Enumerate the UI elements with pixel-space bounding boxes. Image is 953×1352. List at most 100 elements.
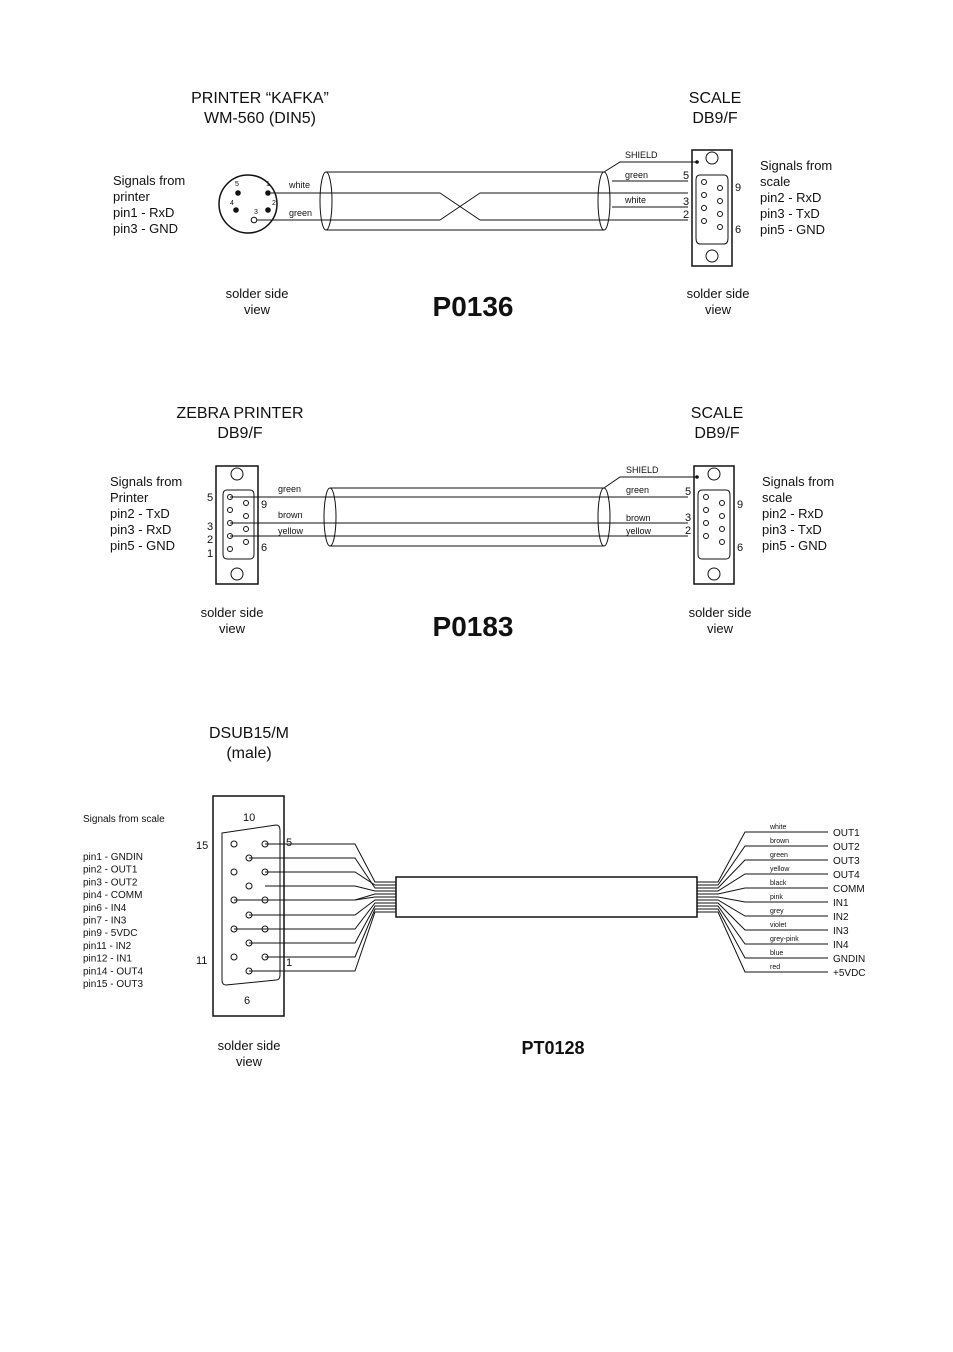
din-pin-2: 2 <box>272 200 276 207</box>
din-pin-3: 3 <box>254 209 258 216</box>
wire-right <box>697 887 828 895</box>
scale-title-1: SCALE <box>689 90 741 107</box>
din5-connector: 5 1 4 2 3 <box>218 174 278 234</box>
solder-side-left-2: solder side <box>201 605 264 620</box>
diagram-p0183: ZEBRA PRINTER DB9/F SCALE DB9/F Signals … <box>110 405 834 642</box>
scale-pin2-2: pin2 - RxD <box>762 506 823 521</box>
solder-side-left-1: solder side <box>226 286 289 301</box>
dsub-pin <box>230 868 238 876</box>
cable-code-p0136: P0136 <box>433 291 514 322</box>
signal-item: pin12 - IN1 <box>83 954 132 965</box>
output-label: IN4 <box>833 940 849 951</box>
diagram-pt0128: DSUB15/M (male) Signals from scale pin1 … <box>83 725 866 1069</box>
wire-color-label: grey-pink <box>770 936 799 943</box>
solder-side-right-2: solder side <box>689 605 752 620</box>
scale-pin3-2: pin3 - TxD <box>762 522 822 537</box>
zebra-pin-label-6: 6 <box>261 542 267 554</box>
zebra-pin-label-1: 1 <box>207 548 213 560</box>
scale-pin5-2: pin5 - GND <box>762 538 827 553</box>
wire-right <box>697 911 828 973</box>
scale-subtitle-2: DB9/F <box>694 425 740 442</box>
db9-pin-6: 6 <box>735 224 741 236</box>
dsub-pin <box>245 882 253 890</box>
wire-right <box>697 896 828 903</box>
scale-title-2: SCALE <box>691 405 743 422</box>
wire-color-label: brown <box>770 838 789 845</box>
wire-label-green-right: green <box>625 170 648 180</box>
wire-color-label: pink <box>770 894 783 901</box>
zebra-printer-title: ZEBRA PRINTER <box>176 405 303 422</box>
wire-color-label: black <box>770 880 787 887</box>
zebra-pin-label-9: 9 <box>261 499 267 511</box>
cable-code-pt0128: PT0128 <box>521 1038 584 1058</box>
signal-item: pin7 - IN3 <box>83 916 127 927</box>
signal-item: pin4 - COMM <box>83 890 142 901</box>
dsub-pin-label-6: 6 <box>244 995 250 1007</box>
printer-kafka-subtitle: WM-560 (DIN5) <box>204 110 316 127</box>
scale2-pin-label-6: 6 <box>737 542 743 554</box>
wire-fanout-left <box>234 843 396 972</box>
wire-left <box>265 896 396 901</box>
dsub-pin-label-1: 1 <box>286 957 292 969</box>
dsub15-title: DSUB15/M <box>209 725 289 742</box>
solder-view-3: view <box>236 1054 263 1069</box>
solder-view-right-1: view <box>705 302 732 317</box>
signal-item: pin9 - 5VDC <box>83 928 137 939</box>
wire-left <box>249 857 396 889</box>
printer-pin1: pin1 - RxD <box>113 205 174 220</box>
wire-left <box>265 885 396 892</box>
scale-pin3-1: pin3 - TxD <box>760 206 820 221</box>
dsub15-connector <box>212 795 285 1017</box>
wire-label-white-right: white <box>624 195 646 205</box>
wire-left <box>249 905 396 944</box>
dsub15-subtitle: (male) <box>226 745 271 762</box>
wire-label-green-2r: green <box>626 485 649 495</box>
wire-color-label: violet <box>770 922 786 929</box>
wire-color-label: white <box>769 824 786 831</box>
scale2-pin-label-3: 3 <box>685 512 691 524</box>
zebra-pin-label-5: 5 <box>207 492 213 504</box>
wire-left <box>265 843 396 883</box>
wire-right <box>697 908 828 959</box>
printer-pin3: pin3 - GND <box>113 221 178 236</box>
shield-label: SHIELD <box>625 150 658 160</box>
output-label: OUT2 <box>833 842 860 853</box>
dsub-pin-label-5: 5 <box>286 837 292 849</box>
solder-view-left-1: view <box>244 302 271 317</box>
cable-code-p0183: P0183 <box>433 611 514 642</box>
wire-right <box>697 831 828 883</box>
shield-label-2: SHIELD <box>626 465 659 475</box>
cable-body <box>395 876 698 918</box>
wire-left <box>265 871 396 886</box>
wire-left <box>249 911 396 972</box>
dsub-pin-label-11: 11 <box>196 955 207 967</box>
signal-item: pin14 - OUT4 <box>83 966 143 977</box>
wire-right <box>697 873 828 892</box>
solder-side-3: solder side <box>218 1038 281 1053</box>
scale-signals-label-2b: scale <box>762 490 792 505</box>
wire-color-label: yellow <box>770 866 790 873</box>
output-label: IN3 <box>833 926 849 937</box>
wire-right <box>697 905 828 945</box>
scale-subtitle-1: DB9/F <box>692 110 738 127</box>
output-label: IN1 <box>833 898 849 909</box>
wire-right <box>697 859 828 889</box>
signal-item: pin6 - IN4 <box>83 903 127 914</box>
solder-view-left-2: view <box>219 621 246 636</box>
wire-left <box>265 908 396 958</box>
zebra-pin5: pin5 - GND <box>110 538 175 553</box>
wire-fanout-right: whiteOUT1brownOUT2greenOUT3yellowOUT4bla… <box>697 824 866 979</box>
signal-item: pin15 - OUT3 <box>83 979 143 990</box>
wire-right <box>697 902 828 931</box>
signal-item: pin11 - IN2 <box>83 941 132 952</box>
db9-pin-9: 9 <box>735 182 741 194</box>
output-label: +5VDC <box>833 968 866 979</box>
output-label: COMM <box>833 884 865 895</box>
scale2-pin-label-2: 2 <box>685 525 691 537</box>
printer-kafka-title: PRINTER “KAFKA” <box>191 90 329 107</box>
wire-left <box>234 902 396 930</box>
wire-label-yellow-2r: yellow <box>626 526 652 536</box>
wire-left <box>249 899 396 916</box>
scale-signals-label-1b: scale <box>760 174 790 189</box>
